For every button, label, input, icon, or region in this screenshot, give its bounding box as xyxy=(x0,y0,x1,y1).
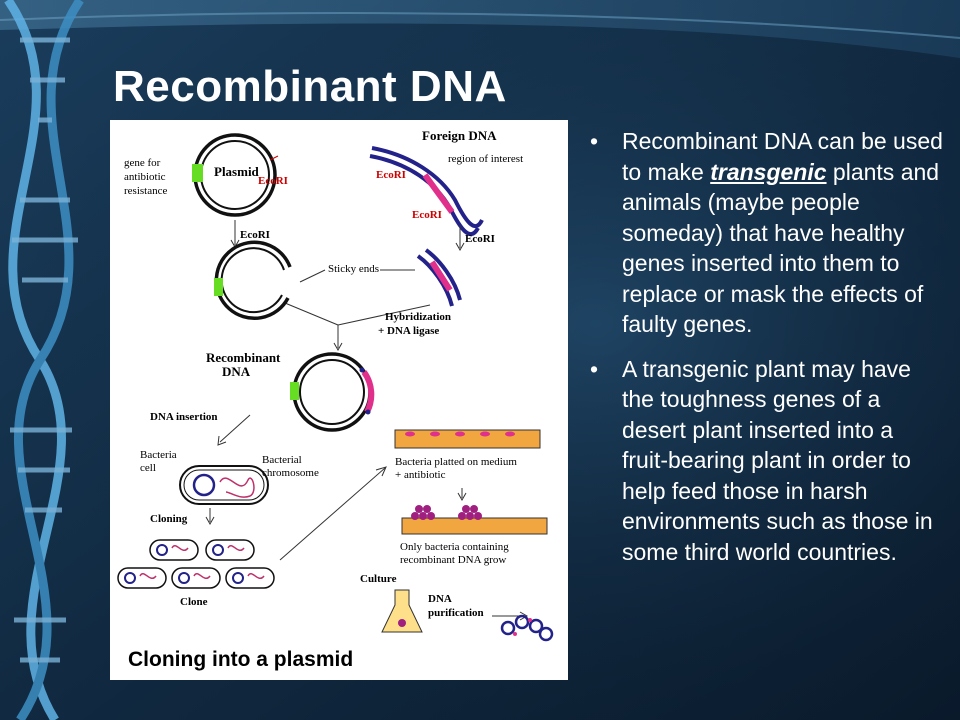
bullet-1-text-start: Recombinant DNA can be used to make xyxy=(622,128,943,185)
dna-insertion-label: DNA insertion xyxy=(150,411,218,423)
ecori-label-foreign-1: EcoRI xyxy=(376,169,406,181)
culture-label: Culture xyxy=(360,573,397,585)
cloning-diagram-svg: Plasmid gene for antibiotic resistance E… xyxy=(117,128,554,671)
foreign-dna-strand xyxy=(369,146,484,236)
bullet-list: • Recombinant DNA can be used to make tr… xyxy=(590,126,945,581)
step-arrows xyxy=(205,220,529,621)
dna-purification-label-2: purification xyxy=(428,607,484,619)
only-bacteria-label-2: recombinant DNA grow xyxy=(400,554,506,566)
gene-label-2: antibiotic xyxy=(124,171,166,183)
bacterial-chromosome-label-2: chromosome xyxy=(262,467,319,479)
bacteria-cell-label-1: Bacteria xyxy=(140,449,177,461)
bacteria-cell xyxy=(179,465,269,505)
bullet-1-text-end: plants and animals (maybe people someday… xyxy=(622,158,940,338)
purified-plasmids xyxy=(500,614,554,642)
only-bacteria-label-1: Only bacteria containing xyxy=(400,541,509,553)
hybridization-label-1: Hybridization xyxy=(385,311,451,323)
petri-dish-antibiotic xyxy=(394,429,541,449)
plasmid-label: Plasmid xyxy=(214,164,260,179)
bullet-1-keyword: transgenic xyxy=(710,158,827,185)
culture-flask xyxy=(381,589,423,633)
ecori-step-label-1: EcoRI xyxy=(240,229,270,241)
cloning-diagram: Plasmid gene for antibiotic resistance E… xyxy=(110,120,568,680)
dna-helix-decoration xyxy=(4,0,84,720)
foreign-dna-label: Foreign DNA xyxy=(422,128,497,143)
cut-foreign-fragment xyxy=(416,248,462,307)
recombinant-label-1: Recombinant xyxy=(206,350,281,365)
hybridization-label-2: + DNA ligase xyxy=(378,325,439,337)
ecori-label-foreign-2: EcoRI xyxy=(412,209,442,221)
bacteria-platted-label-2: + antibiotic xyxy=(395,469,446,481)
cut-plasmid xyxy=(214,240,292,321)
gene-label-1: gene for xyxy=(124,157,161,169)
recombinant-label-2: DNA xyxy=(222,364,251,379)
clone-cells xyxy=(117,539,275,589)
bullet-item-2: • A transgenic plant may have the toughn… xyxy=(590,354,945,568)
bullet-dot: • xyxy=(590,355,599,382)
bullet-2-text: A transgenic plant may have the toughnes… xyxy=(622,355,933,565)
plasmid-circle xyxy=(192,133,279,217)
bacteria-platted-label-1: Bacteria platted on medium xyxy=(395,456,517,468)
ecori-step-label-2: EcoRI xyxy=(465,233,495,245)
dna-purification-label-1: DNA xyxy=(428,593,452,605)
recombinant-plasmid xyxy=(290,352,375,432)
figure-caption: Cloning into a plasmid xyxy=(128,648,353,671)
slide-title: Recombinant DNA xyxy=(113,62,507,111)
gene-label-3: resistance xyxy=(124,185,167,197)
petri-dish-selected xyxy=(401,505,548,535)
bullet-dot: • xyxy=(590,128,599,154)
bullet-item-1: • Recombinant DNA can be used to make tr… xyxy=(590,126,945,340)
clone-label: Clone xyxy=(180,596,208,608)
region-of-interest-label: region of interest xyxy=(448,153,523,165)
bacterial-chromosome-label-1: Bacterial xyxy=(262,454,302,466)
sticky-ends-label: Sticky ends xyxy=(328,263,379,275)
cloning-label: Cloning xyxy=(150,513,188,525)
ecori-label-plasmid: EcoRI xyxy=(258,175,288,187)
bacteria-cell-label-2: cell xyxy=(140,462,156,474)
